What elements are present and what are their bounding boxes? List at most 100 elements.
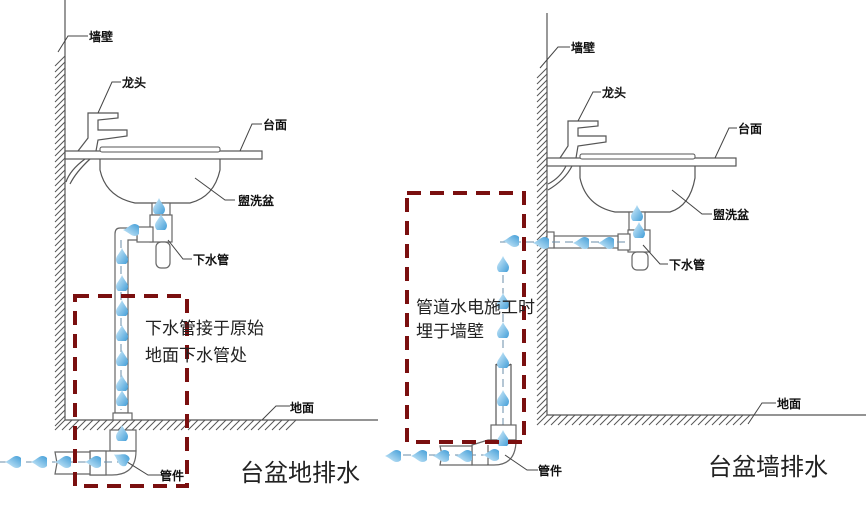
hatch-line: [54, 211, 66, 223]
hatch-line: [54, 403, 66, 415]
hatch-line: [54, 151, 66, 163]
hatch-line: [536, 414, 548, 426]
hatch-line: [550, 414, 562, 426]
hatch-line: [718, 414, 730, 426]
hatch-line: [536, 271, 548, 283]
hatch-line: [54, 397, 66, 409]
hatch-line: [54, 379, 66, 391]
hatch-line: [285, 419, 297, 431]
water-drop: [153, 198, 165, 214]
hatch-line: [536, 121, 548, 133]
hatch-line: [54, 361, 66, 373]
hatch-line: [536, 313, 548, 325]
hatch-line: [557, 414, 569, 426]
hatch-line: [54, 307, 66, 319]
hatch-line: [536, 139, 548, 151]
hatch-line: [536, 373, 548, 385]
hatch-line: [54, 121, 66, 133]
hatch-line: [536, 67, 548, 79]
hatch-line: [641, 414, 653, 426]
right-highlight-box: [405, 191, 526, 444]
hatch-line: [54, 301, 66, 313]
hatch-line: [536, 211, 548, 223]
hatch-line: [54, 115, 66, 127]
hatch-line: [54, 253, 66, 265]
hatch-line: [54, 235, 66, 247]
hatch-line: [54, 349, 66, 361]
hatch-line: [54, 229, 66, 241]
hatch-line: [585, 414, 597, 426]
hatch-line: [536, 289, 548, 301]
right-note-line1: 管道水电施工时: [416, 298, 535, 318]
hatch-line: [152, 419, 164, 431]
hatch-line: [606, 414, 618, 426]
hatch-line: [564, 414, 576, 426]
hatch-line: [54, 223, 66, 235]
hatch-line: [536, 145, 548, 157]
hatch-line: [54, 373, 66, 385]
hatch-line: [54, 419, 66, 431]
hatch-line: [103, 419, 115, 431]
hatch-line: [110, 419, 122, 431]
hatch-line: [243, 419, 255, 431]
hatch-line: [697, 414, 709, 426]
hatch-line: [732, 414, 744, 426]
hatch-line: [536, 217, 548, 229]
hatch-line: [662, 414, 674, 426]
hatch-line: [54, 187, 66, 199]
water-drop: [497, 390, 509, 406]
hatch-line: [683, 414, 695, 426]
right-faucet: [547, 91, 607, 191]
hatch-line: [166, 419, 178, 431]
hatch-line: [536, 79, 548, 91]
hatch-line: [54, 169, 66, 181]
hatch-line: [536, 259, 548, 271]
hatch-line: [54, 73, 66, 85]
hatch-line: [536, 91, 548, 103]
hatch-line: [54, 133, 66, 145]
hatch-line: [54, 67, 66, 79]
hatch-line: [54, 199, 66, 211]
left-drain-pipe-label: 下水管: [193, 252, 229, 267]
hatch-line: [634, 414, 646, 426]
hatch-line: [54, 181, 66, 193]
right-countertop-label: 台面: [738, 121, 762, 136]
hatch-line: [138, 419, 150, 431]
hatch-line: [536, 343, 548, 355]
hatch-line: [75, 419, 87, 431]
hatch-line: [215, 419, 227, 431]
hatch-line: [536, 163, 548, 175]
hatch-line: [536, 193, 548, 205]
hatch-line: [68, 419, 80, 431]
hatch-line: [124, 419, 136, 431]
water-drop: [497, 352, 509, 368]
right-floor-label: 地面: [777, 396, 801, 411]
left-diagram-title: 台盆地排水: [240, 459, 360, 487]
hatch-line: [208, 419, 220, 431]
hatch-line: [536, 151, 548, 163]
right-wall-drain-diagram: [385, 13, 866, 471]
hatch-line: [536, 181, 548, 193]
hatch-line: [117, 419, 129, 431]
hatch-line: [54, 91, 66, 103]
hatch-line: [278, 419, 290, 431]
hatch-line: [54, 217, 66, 229]
hatch-line: [536, 367, 548, 379]
hatch-line: [536, 283, 548, 295]
right-note-line2: 埋于墙壁: [416, 322, 484, 342]
hatch-line: [54, 109, 66, 121]
hatch-line: [536, 397, 548, 409]
hatch-line: [536, 391, 548, 403]
hatch-line: [54, 415, 66, 427]
hatch-line: [54, 139, 66, 151]
hatch-line: [96, 419, 108, 431]
hatch-line: [61, 419, 73, 431]
hatch-line: [536, 403, 548, 415]
hatch-line: [194, 419, 206, 431]
left-wall-label: 墙壁: [89, 29, 113, 44]
hatch-line: [592, 414, 604, 426]
hatch-line: [131, 419, 143, 431]
hatch-line: [54, 127, 66, 139]
left-fitting-label: 管件: [160, 468, 184, 483]
